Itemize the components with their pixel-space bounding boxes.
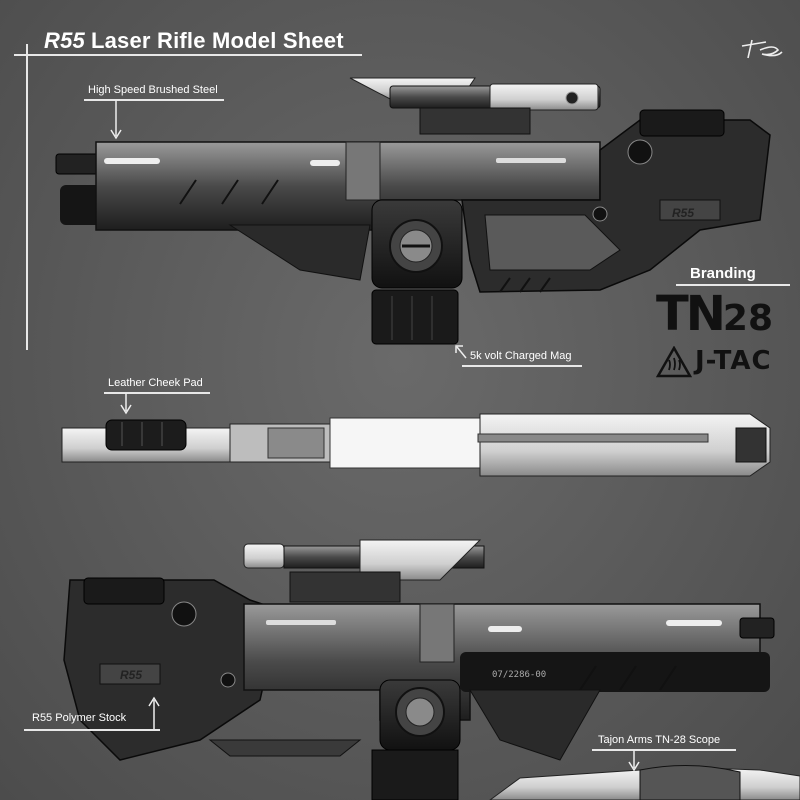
arrow-down-icon — [120, 393, 132, 415]
callout-mag-line — [462, 365, 582, 367]
stock-logo-top: R55 — [672, 206, 695, 220]
stock-logo-bottom: R55 — [120, 668, 143, 682]
title-text: Laser Rifle Model Sheet — [90, 28, 344, 53]
serial-number: 07/2286-00 — [492, 670, 547, 680]
callout-stock: R55 Polymer Stock — [32, 712, 127, 724]
branding-underline — [676, 284, 790, 286]
arrow-up-icon — [148, 696, 160, 730]
branding-label: Branding — [690, 265, 756, 282]
callout-steel-line — [84, 99, 224, 101]
scope-detail — [489, 764, 800, 800]
callout-scope-line — [592, 749, 736, 751]
callout-cheek-line — [104, 392, 210, 394]
rifle-side-view-right — [63, 539, 775, 800]
logo-28-part: 28 — [722, 298, 774, 339]
logo-jtac: J-TAC — [695, 346, 772, 376]
callout-cheek: Leather Cheek Pad — [108, 377, 203, 389]
callout-steel: High Speed Brushed Steel — [88, 84, 218, 96]
frame-vertical-line — [26, 44, 28, 350]
callout-mag: 5k volt Charged Mag — [470, 350, 572, 362]
signature-icon — [741, 39, 783, 59]
arrow-down-icon — [110, 100, 122, 140]
title-underline — [14, 54, 362, 56]
arrow-down-icon — [628, 750, 640, 772]
logo-tn28: TN28 — [656, 288, 773, 345]
logo-tn-part: TN — [656, 286, 726, 342]
title-code: R55 — [44, 28, 85, 53]
warning-triangle-icon — [656, 346, 692, 378]
callout-scope: Tajon Arms TN-28 Scope — [598, 734, 721, 746]
arrow-up-icon — [455, 345, 467, 359]
rifle-side-view-left — [55, 77, 771, 345]
callout-stock-line — [24, 729, 160, 731]
rifle-top-view — [61, 413, 771, 477]
